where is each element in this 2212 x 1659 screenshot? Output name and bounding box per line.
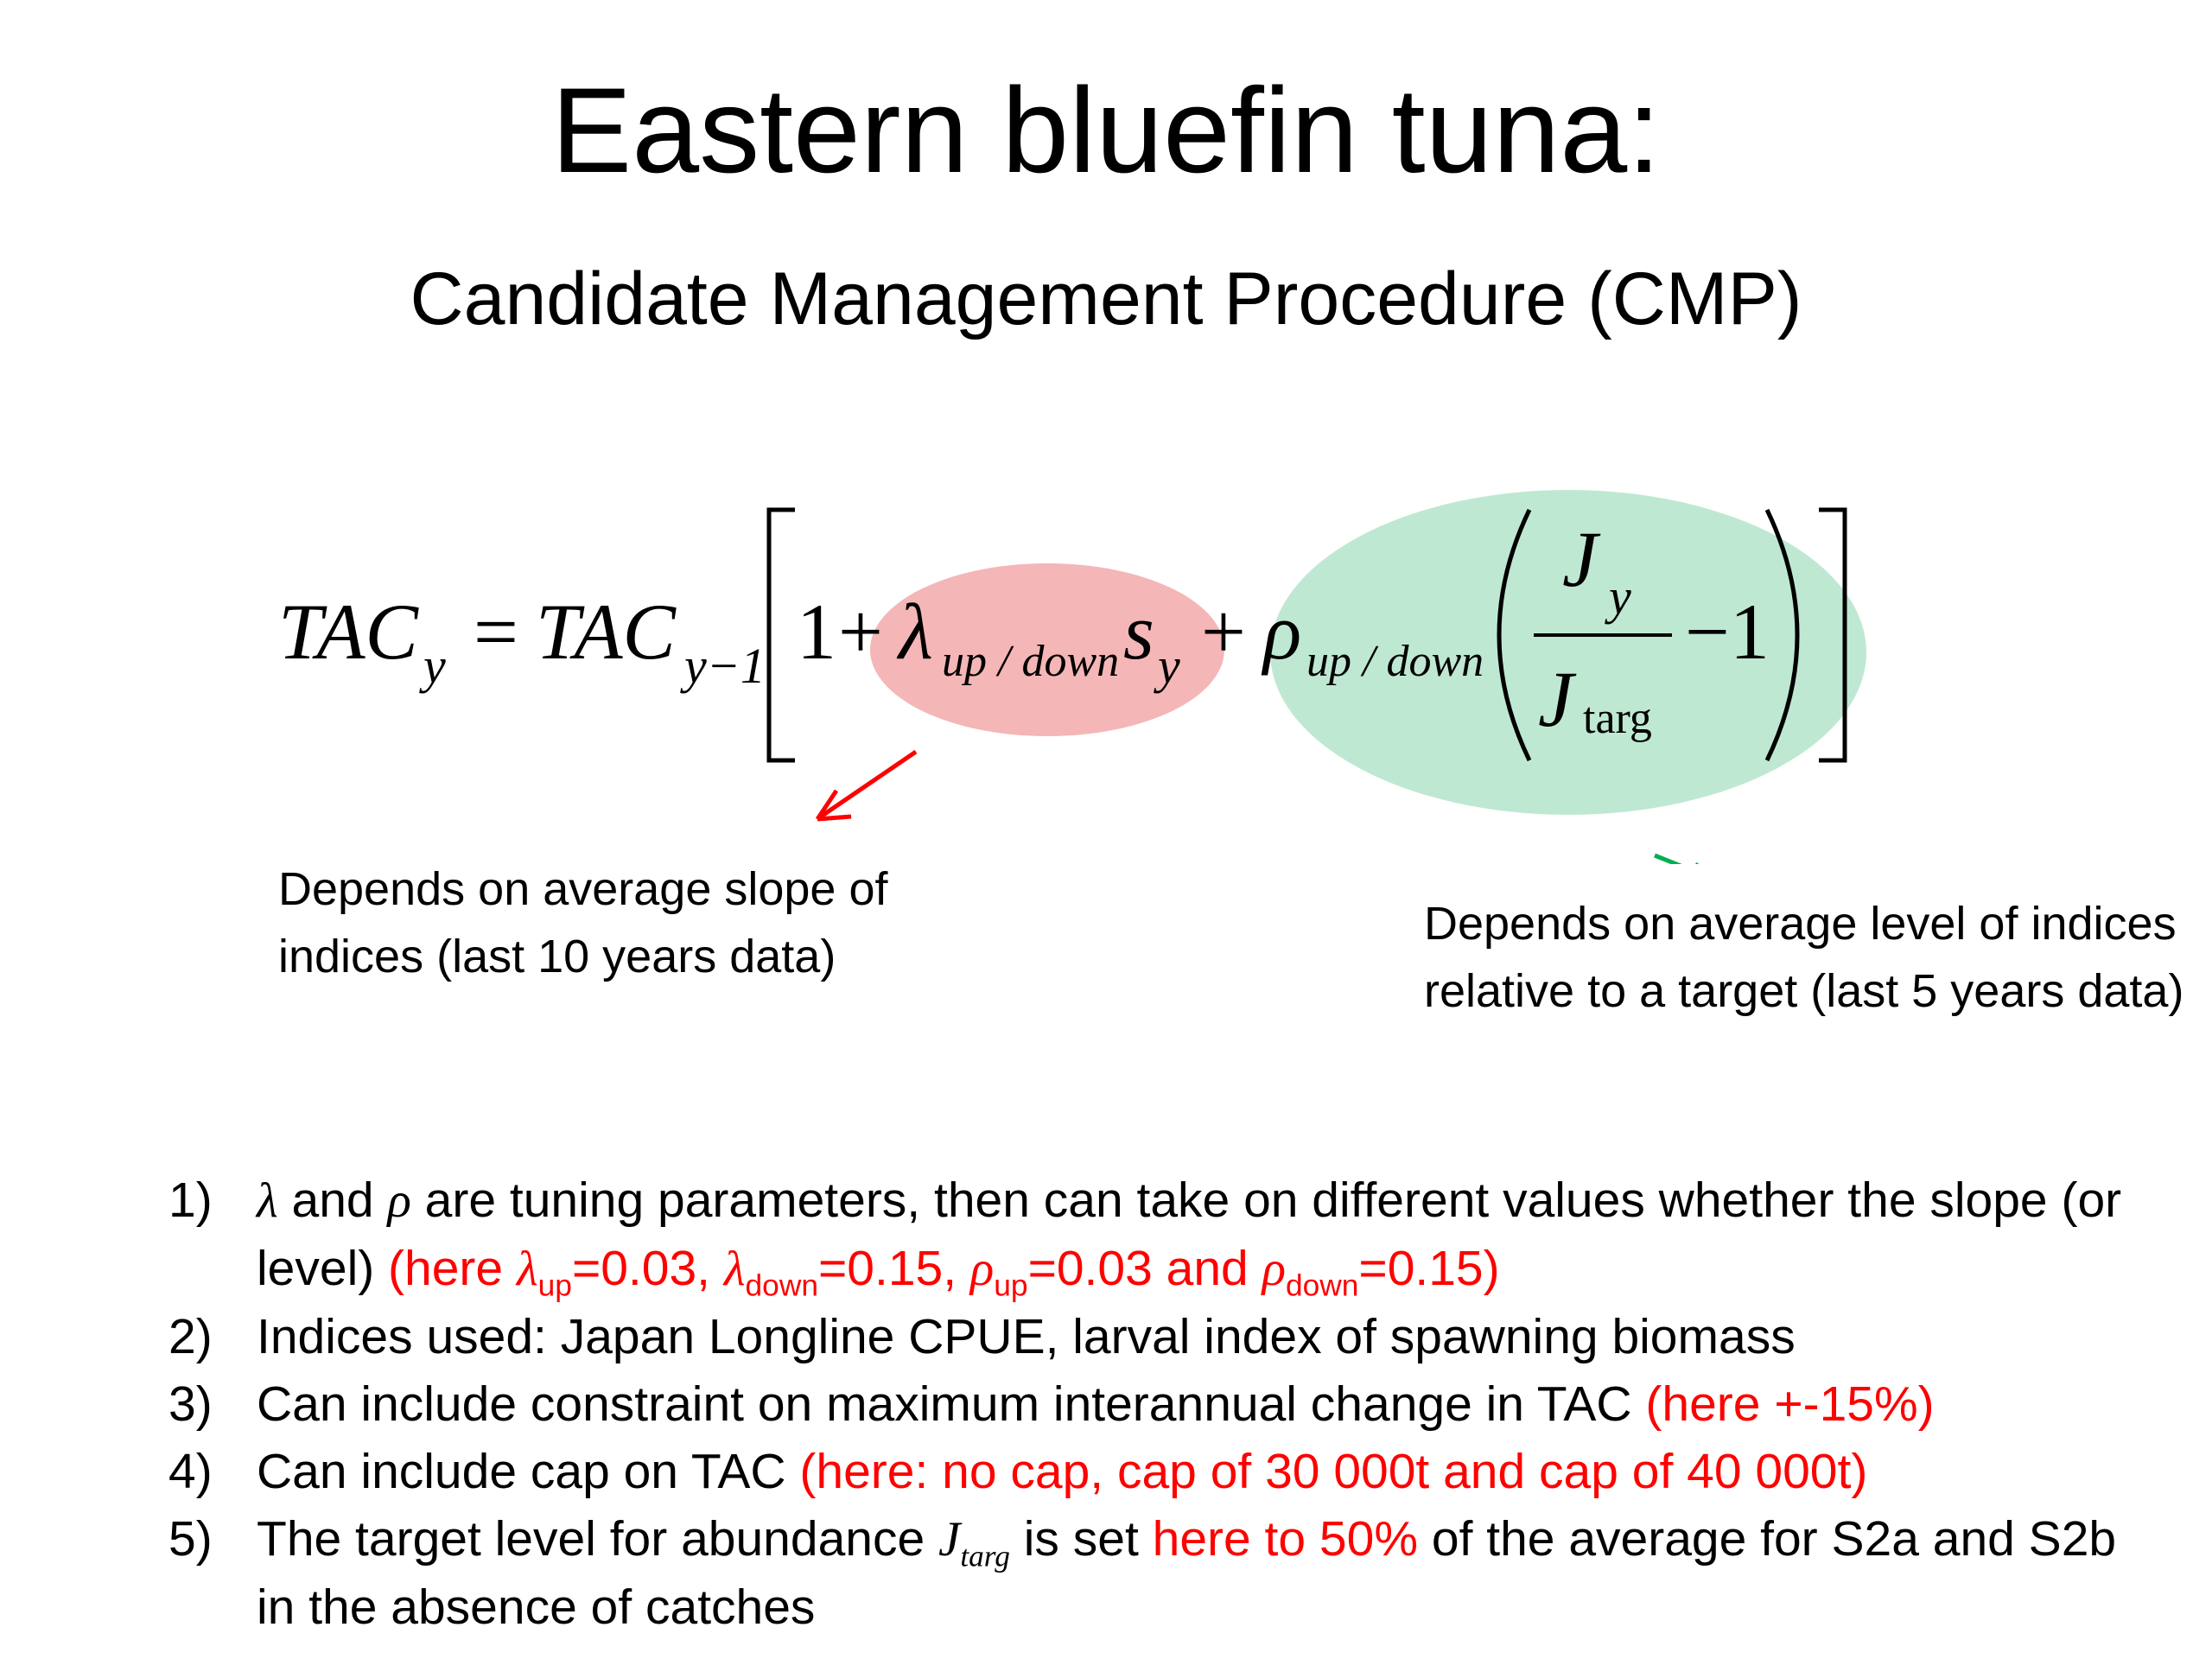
tuning-values: (here λup=0.03, λdown=0.15, ρup=0.03 and…	[388, 1241, 1500, 1303]
right-parenthesis	[1764, 508, 1800, 762]
slope-arrow-icon	[815, 749, 918, 822]
formula-lambda-sub: up / down	[942, 637, 1119, 686]
list-text: of the average for S2a and S2b in the ab…	[257, 1511, 2117, 1635]
j-symbol: J	[938, 1512, 961, 1567]
list-item: 3) Can include constraint on maximum inte…	[168, 1370, 2156, 1438]
cap-values: (here: no cap, cap of 30 000t and cap of…	[799, 1444, 1868, 1499]
formula-rhs-sub: y−1	[680, 638, 766, 694]
constraint-value: (here +-15%)	[1645, 1376, 1935, 1432]
slide-title: Eastern bluefin tuna:	[550, 62, 1662, 198]
list-number: 2)	[168, 1309, 213, 1364]
formula-minus-one: −1	[1685, 588, 1770, 676]
list-text: and	[277, 1173, 388, 1228]
slide-subtitle: Candidate Management Procedure (CMP)	[410, 257, 1802, 340]
notes-list: 1) λ and ρ are tuning parameters, then ca…	[168, 1166, 2156, 1641]
fraction-denominator-sub: targ	[1583, 694, 1652, 743]
level-term-highlight	[1270, 490, 1866, 815]
list-text: is set	[1009, 1511, 1153, 1567]
fraction-denominator-j: J	[1538, 655, 1577, 743]
formula-rho: ρ	[1261, 588, 1301, 676]
list-text: Can include cap on TAC	[257, 1444, 800, 1499]
list-number: 3)	[168, 1376, 213, 1432]
list-number: 4)	[168, 1444, 213, 1499]
formula-lhs-sub: y	[419, 638, 446, 694]
level-note: Depends on average level of indices rela…	[1424, 898, 2184, 1017]
lambda-symbol: λ	[257, 1173, 278, 1228]
fraction-numerator-j: J	[1562, 515, 1601, 603]
list-text: The target level for abundance	[257, 1511, 939, 1567]
list-item: 2) Indices used: Japan Longline CPUE, lar…	[168, 1303, 2156, 1370]
rho-symbol: ρ	[387, 1173, 411, 1228]
list-text: Can include constraint on maximum intera…	[257, 1376, 1646, 1432]
list-text: are tuning parameters, then can take on …	[257, 1173, 2122, 1296]
list-number: 1)	[168, 1173, 213, 1228]
slope-note: Depends on average slope of indices (las…	[278, 863, 888, 982]
formula-lhs: TAC	[278, 588, 420, 676]
right-square-bracket	[1819, 507, 1847, 763]
formula-lambda: λ	[896, 588, 933, 676]
list-number: 5)	[168, 1511, 213, 1567]
target-value: here to 50%	[1152, 1511, 1419, 1567]
formula-plus-1: +	[838, 588, 883, 676]
formula-one: 1	[797, 588, 836, 676]
list-item: 5) The target level for abundance Jtarg i…	[168, 1505, 2156, 1641]
list-item: 1) λ and ρ are tuning parameters, then ca…	[168, 1166, 2156, 1303]
slope-term-highlight	[870, 563, 1224, 736]
formula-plus-2: +	[1201, 588, 1246, 676]
formula-s: s	[1123, 588, 1154, 676]
tac-formula: TAC y = TAC y−1 1 + λ up / down s y + ρ …	[278, 490, 1866, 864]
formula-equals: =	[474, 588, 518, 676]
formula-s-sub: y	[1154, 638, 1180, 694]
left-parenthesis	[1497, 508, 1532, 762]
list-item: 4) Can include cap on TAC (here: no cap, …	[168, 1438, 2156, 1505]
list-text: Indices used: Japan Longline CPUE, larva…	[257, 1309, 1796, 1364]
formula-rho-sub: up / down	[1306, 637, 1484, 686]
level-arrow-icon	[1654, 853, 1700, 864]
targ-subscript: targ	[960, 1539, 1010, 1573]
formula-rhs: TAC	[536, 588, 677, 676]
fraction-numerator-sub: y	[1605, 569, 1631, 625]
left-square-bracket	[766, 507, 795, 763]
